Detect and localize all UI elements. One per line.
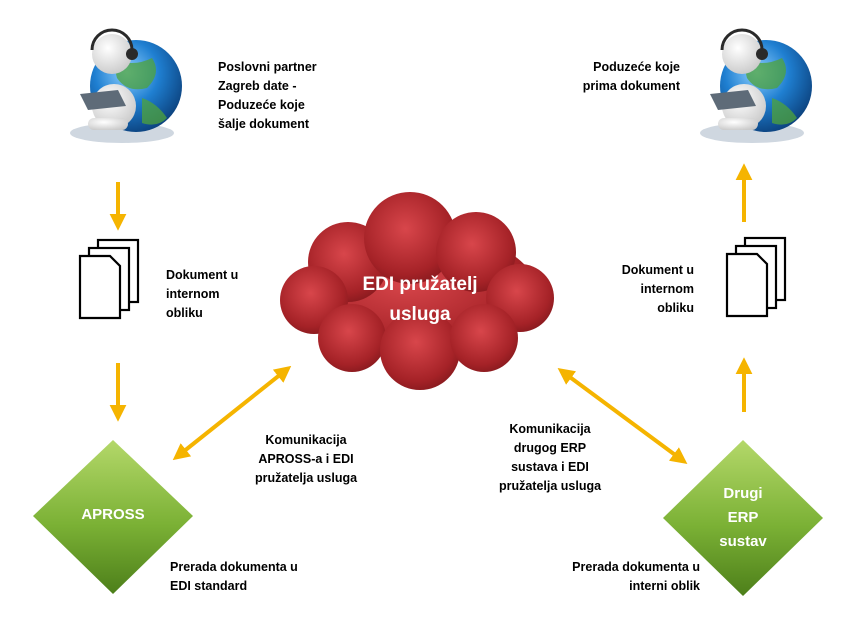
receiver-person-icon bbox=[698, 28, 814, 145]
apross-label: APROSS bbox=[81, 506, 145, 523]
process-left-label: Prerada dokumenta u EDI standard bbox=[170, 560, 298, 593]
cloud-label: EDI pružatelj usluga bbox=[362, 274, 478, 325]
erp-diamond bbox=[663, 440, 823, 596]
process-right-label: Prerada dokumenta u interni oblik bbox=[572, 560, 700, 593]
comm-right-label: Komunikacija drugog ERP sustava i EDI pr… bbox=[498, 422, 602, 493]
document-stack-left-icon bbox=[78, 238, 140, 320]
doc-right-label: Dokument u internom obliku bbox=[621, 263, 694, 315]
doc-left-label: Dokument u internom obliku bbox=[166, 268, 239, 320]
sender-person-icon bbox=[68, 28, 184, 145]
apross-diamond bbox=[33, 440, 193, 594]
sender-label: Poslovni partner Zagreb date - Poduzeće … bbox=[218, 60, 317, 131]
arrow-cloud-erp bbox=[557, 368, 688, 464]
document-stack-right-icon bbox=[725, 236, 787, 318]
edi-provider-cloud bbox=[280, 192, 554, 390]
comm-left-label: Komunikacija APROSS-a i EDI pružatelja u… bbox=[254, 433, 358, 485]
erp-label: Drugi ERP sustav bbox=[719, 485, 767, 550]
receiver-label: Poduzeće koje prima dokument bbox=[582, 60, 680, 93]
arrow-apross-cloud bbox=[172, 365, 292, 461]
